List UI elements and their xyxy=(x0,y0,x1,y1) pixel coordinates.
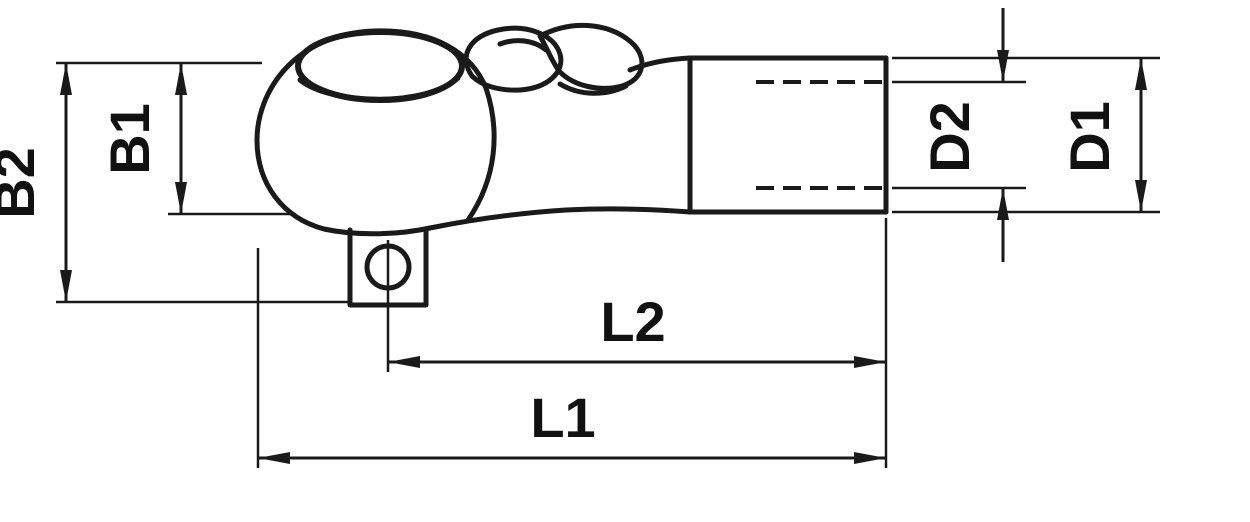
l2-arrow-left-icon xyxy=(388,356,420,368)
d1-arrow-up-icon xyxy=(1135,58,1147,90)
b2-arrow-up-icon xyxy=(60,63,72,95)
lever-detail-line xyxy=(497,38,549,53)
dimension-l1: L1 xyxy=(256,248,886,468)
b1-label: B1 xyxy=(98,103,161,175)
d2-label: D2 xyxy=(918,101,981,173)
b2-arrow-down-icon xyxy=(60,270,72,302)
b2-label: B2 xyxy=(0,147,46,219)
l1-arrow-left-icon xyxy=(258,452,290,464)
d1-arrow-down-icon xyxy=(1135,180,1147,212)
head-right-edge xyxy=(465,85,497,223)
head-bottom-outline xyxy=(254,137,693,237)
lever-knob xyxy=(463,25,564,93)
handle xyxy=(687,55,889,215)
neck-top-outline xyxy=(627,55,693,73)
d1-label: D1 xyxy=(1058,101,1121,173)
dimension-l2: L2 xyxy=(386,218,888,468)
ring-inner-lip xyxy=(297,75,461,102)
dimension-b1: B1 xyxy=(98,63,292,216)
dimension-b2: B2 xyxy=(0,61,348,304)
l2-label: L2 xyxy=(600,290,665,353)
lever-arm xyxy=(537,22,645,91)
reverse-lever xyxy=(463,22,645,96)
l1-label: L1 xyxy=(530,386,595,449)
tool-outline xyxy=(254,22,889,308)
l1-arrow-right-icon xyxy=(854,452,886,464)
dimension-d2: D2 xyxy=(892,8,1026,262)
b1-arrow-up-icon xyxy=(175,63,187,95)
ratchet-head xyxy=(254,28,693,237)
b1-arrow-down-icon xyxy=(175,182,187,214)
lever-lower-curve xyxy=(557,81,629,96)
dimension-d1: D1 xyxy=(892,56,1160,214)
d2-arrow-down-icon xyxy=(997,50,1009,82)
d2-arrow-up-icon xyxy=(997,188,1009,220)
l2-arrow-right-icon xyxy=(854,356,886,368)
